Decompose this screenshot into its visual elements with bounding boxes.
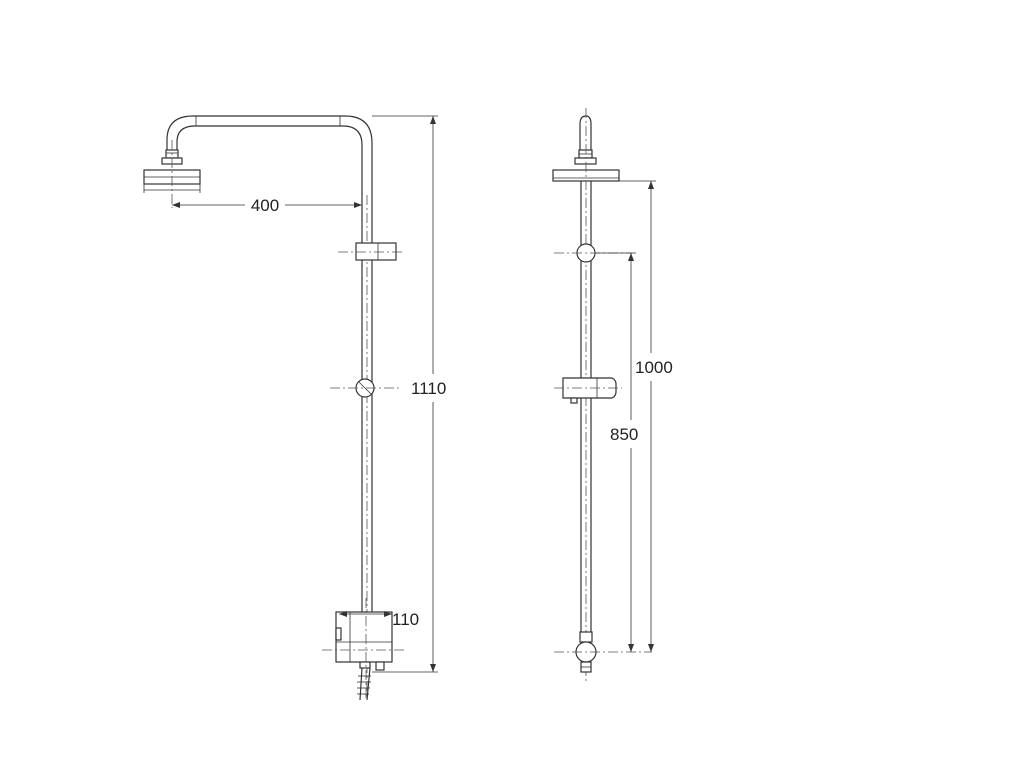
- dim-outlet-height-label: 850: [610, 425, 638, 444]
- hose-connector: [357, 667, 371, 701]
- mixer-body: [322, 598, 404, 700]
- dim-head-offset-label: 400: [251, 196, 279, 215]
- dim-mixer-width-label: 110: [392, 610, 419, 629]
- shower-arm: [166, 115, 373, 612]
- dimension-total-height: 1110: [372, 115, 446, 673]
- dim-total-height-label: 1110: [411, 379, 446, 398]
- side-view: 850 1000: [552, 108, 673, 682]
- front-view: 400: [143, 115, 446, 701]
- side-mixer: [554, 631, 652, 673]
- side-arm: [574, 115, 597, 165]
- dimension-head-offset: 400: [172, 196, 362, 215]
- slider-knob: [330, 378, 402, 398]
- dimension-head-height: 1000: [619, 180, 673, 652]
- dimension-mixer-width: 110: [339, 610, 419, 629]
- side-shower-head: [552, 108, 620, 682]
- shower-head: [143, 140, 201, 208]
- side-holder-upper: [554, 243, 632, 263]
- dimension-outlet-height: 850: [596, 252, 638, 652]
- dim-head-height-label: 1000: [635, 358, 673, 377]
- handshower-holder-upper: [338, 242, 402, 261]
- side-slider: [554, 377, 622, 404]
